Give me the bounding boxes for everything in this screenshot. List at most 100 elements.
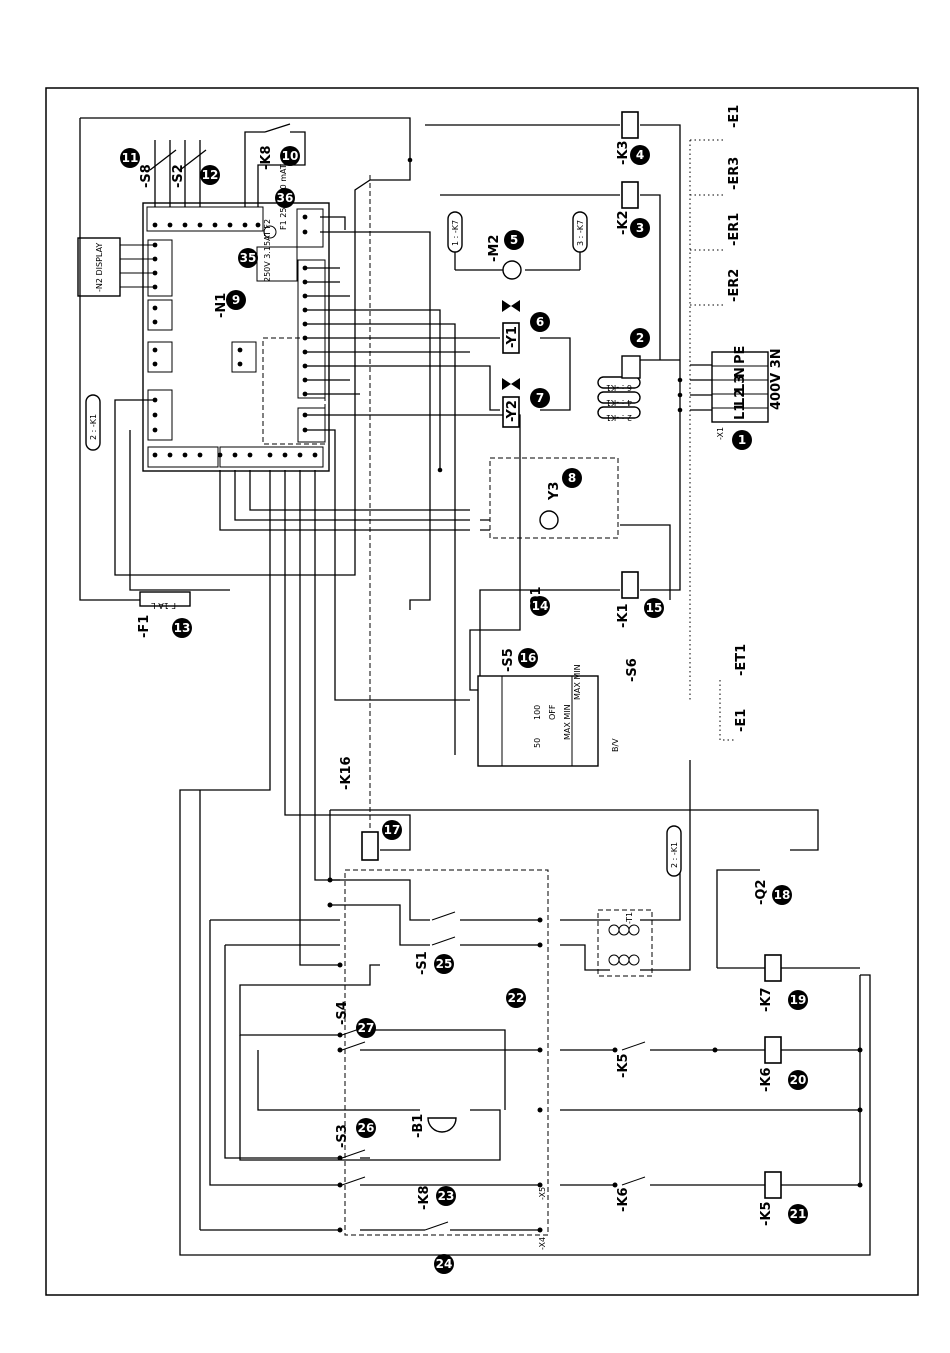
k6-label: -K6 — [759, 1067, 774, 1092]
k16-label: -K16 — [339, 756, 354, 790]
pe-earth-lines — [689, 139, 735, 741]
svg-text:11: 11 — [122, 151, 139, 165]
m2-label: -M2 — [487, 235, 502, 262]
k1-label: -K1 — [616, 603, 631, 628]
x5-label: -X5 — [538, 1187, 547, 1200]
q2-label: -Q2 — [754, 880, 769, 906]
by-label: B/V — [611, 738, 620, 752]
badge-23: 23 — [436, 1186, 456, 1206]
k2-coil — [621, 181, 639, 209]
y2-label: -Y2 — [505, 400, 520, 422]
k7-ref-1: 1 : -K7 — [451, 220, 460, 246]
n2-display-box — [77, 237, 121, 297]
badge-22: 22 — [506, 988, 526, 1008]
page-frame — [45, 87, 919, 1296]
er2-label: -ER2 — [727, 269, 742, 302]
k7-coil — [764, 954, 782, 982]
svg-text:13: 13 — [174, 621, 191, 635]
svg-text:23: 23 — [438, 1189, 455, 1203]
svg-text:50: 50 — [533, 738, 542, 748]
k1-ref-oval-lower — [666, 825, 682, 877]
b1-label: -B1 — [411, 1114, 426, 1138]
s8-label: -S8 — [139, 164, 154, 188]
f1-rating: F 1A L — [151, 601, 176, 610]
k7-ref-oval-1 — [447, 211, 463, 253]
svg-text:15: 15 — [646, 601, 663, 615]
svg-text:4: 4 — [636, 148, 644, 162]
x4-label: -X4 — [538, 1237, 547, 1250]
k16-coil — [361, 831, 379, 861]
badge-35: 35 — [238, 248, 258, 268]
n1-label: -N1 — [214, 293, 229, 318]
s1-label: -S1 — [415, 951, 430, 975]
badges: 1 2 3 4 5 6 7 8 9 10 11 12 13 14 15 16 1… — [120, 145, 808, 1274]
svg-text:18: 18 — [774, 888, 791, 902]
badge-8: 8 — [562, 468, 582, 488]
svg-text:36: 36 — [277, 191, 294, 205]
k5-label: -K5 — [759, 1201, 774, 1226]
e1b-label: -E1 — [734, 709, 749, 732]
badge-13: 13 — [172, 618, 192, 638]
k3-label: -K3 — [616, 140, 631, 165]
svg-text:MAX MIN: MAX MIN — [563, 704, 572, 740]
k8-top-contact — [244, 123, 306, 207]
svg-text:7: 7 — [536, 391, 544, 405]
svg-text:26: 26 — [358, 1121, 375, 1135]
control-wiring — [199, 760, 861, 1231]
s5-label: -S5 — [501, 648, 516, 672]
y1-valve-symbol — [502, 300, 520, 312]
s2-label: -S2 — [171, 164, 186, 188]
svg-text:3: 3 — [636, 221, 644, 235]
k5-coil — [764, 1171, 782, 1199]
svg-text:N: N — [733, 367, 748, 378]
svg-text:6 : -K1: 6 : -K1 — [606, 383, 632, 392]
badge-18: 18 — [772, 885, 792, 905]
er1-label: -ER1 — [727, 213, 742, 246]
svg-text:100: 100 — [533, 705, 542, 720]
k6-coil — [764, 1036, 782, 1064]
s4-label: -S4 — [335, 1001, 350, 1025]
k5-contact-label: -K5 — [616, 1053, 631, 1078]
f1-label: -F1 — [137, 615, 152, 638]
badge-7: 7 — [530, 388, 550, 408]
s6-label: -S6 — [625, 658, 640, 682]
pe-clamp — [621, 355, 641, 379]
sensor-wires — [79, 117, 411, 601]
s3-label: -S3 — [335, 1124, 350, 1148]
svg-text:2 : -K1: 2 : -K1 — [606, 413, 632, 422]
badge-9: 9 — [226, 290, 246, 310]
svg-text:27: 27 — [358, 1021, 375, 1035]
svg-text:12: 12 — [202, 168, 219, 182]
badge-15: 15 — [644, 598, 664, 618]
badge-12: 12 — [200, 165, 220, 185]
y2-valve-symbol — [502, 378, 520, 390]
n2-display-wires — [120, 244, 155, 288]
badge-24: 24 — [434, 1254, 454, 1274]
badge-10: 10 — [280, 146, 300, 166]
er3-label: -ER3 — [727, 157, 742, 190]
k1-ref-lower: 2 : -K1 — [670, 842, 679, 868]
svg-text:21: 21 — [790, 1207, 807, 1221]
power-wiring — [114, 124, 871, 1256]
svg-text:L1: L1 — [733, 403, 748, 420]
k1-coil — [621, 571, 639, 599]
badge-6: 6 — [530, 312, 550, 332]
svg-text:22: 22 — [508, 991, 525, 1005]
svg-text:1: 1 — [738, 433, 746, 447]
svg-text:35: 35 — [240, 251, 257, 265]
k7-label: -K7 — [759, 987, 774, 1012]
e1-label: -E1 — [727, 105, 742, 128]
badge-1: 1 — [732, 430, 752, 450]
svg-text:17: 17 — [384, 823, 401, 837]
svg-text:24: 24 — [436, 1257, 453, 1271]
badge-21: 21 — [788, 1204, 808, 1224]
pcb-fuse-label: 250V 3.15AT F2 — [263, 219, 272, 282]
svg-text:16: 16 — [520, 651, 537, 665]
k7-ref-oval-3 — [572, 211, 588, 253]
svg-text:4 : -K1: 4 : -K1 — [606, 398, 632, 407]
svg-text:14: 14 — [532, 599, 549, 613]
k6-contact-label: -K6 — [616, 1187, 631, 1212]
t1-coils — [608, 924, 640, 966]
badge-25: 25 — [434, 954, 454, 974]
